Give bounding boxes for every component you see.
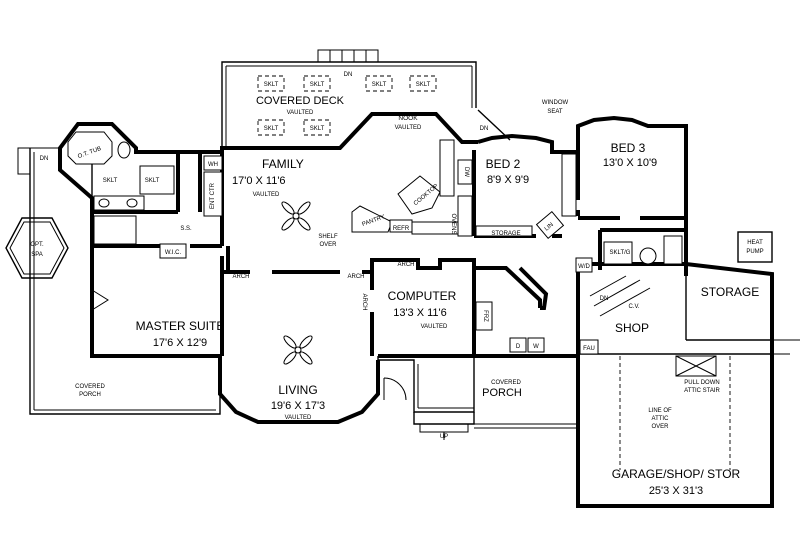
covered-deck-vaulted: VAULTED	[287, 110, 314, 116]
bathtub	[67, 131, 113, 165]
nook-label: NOOK	[398, 115, 418, 122]
porch-down-label: DN	[40, 156, 49, 162]
skylight-label: SKLT	[264, 126, 279, 132]
arch-label: ARCH	[361, 293, 367, 310]
covered-deck-label: COVERED DECK	[256, 95, 345, 107]
front-up-label: UP	[440, 434, 448, 440]
line-of-attic-label-2: ATTIC	[652, 416, 670, 422]
bed3-label: BED 3	[611, 141, 646, 155]
ovens-label: OVENS	[450, 213, 456, 234]
garage-dims: 25'3 X 31'3	[649, 485, 703, 497]
spa-label-1: OPT.	[30, 242, 44, 248]
nook-vaulted: VAULTED	[395, 125, 422, 131]
ss-label: S.S.	[180, 226, 192, 232]
heat-pump-label-1: HEAT	[747, 240, 763, 246]
covered-deck	[221, 49, 477, 150]
line-of-attic-label-3: OVER	[651, 424, 669, 430]
spa-outline	[5, 217, 69, 279]
wd-label: W/D	[578, 264, 590, 270]
master-suite-dims: 17'6 X 12'9	[153, 337, 207, 349]
storage-label: STORAGE	[701, 285, 759, 299]
shelf-over-label-2: OVER	[319, 242, 337, 248]
ceiling-fan-family	[281, 201, 311, 231]
wic-label: W.I.C.	[165, 250, 182, 256]
fixtures	[67, 131, 800, 470]
washer-label: D	[516, 344, 521, 350]
left-porch	[5, 147, 221, 415]
living-dims: 19'6 X 17'3	[271, 400, 325, 412]
window-seat-label-2: SEAT	[547, 109, 563, 115]
bed2-dims: 8'9 X 9'9	[487, 174, 529, 186]
window-seat-label-1: WINDOW	[542, 100, 569, 106]
spa-label-2: SPA	[31, 252, 43, 258]
pull-down-label-2: ATTIC STAIR	[684, 388, 720, 394]
computer-vaulted: VAULTED	[421, 324, 448, 330]
window-seat-down-label: DN	[480, 126, 489, 132]
line-of-attic-label-1: LINE OF	[648, 408, 672, 414]
shelf-over-label-1: SHELF	[318, 234, 338, 240]
computer-dims: 13'3 X 11'6	[393, 307, 447, 319]
front-porch-label-1: COVERED	[491, 380, 521, 386]
garage-label: GARAGE/SHOP/ STOR	[612, 467, 741, 481]
computer-label: COMPUTER	[388, 289, 457, 303]
frz-label: FRZ	[482, 310, 488, 322]
skylight-label: SKLT	[310, 126, 325, 132]
dryer-label: W	[533, 344, 539, 350]
master-suite-label: MASTER SUITE	[136, 319, 225, 333]
living-label: LIVING	[278, 383, 317, 397]
arch-label: ARCH	[397, 262, 414, 268]
lin-label: LIN	[544, 222, 555, 233]
ceiling-fan-living	[283, 335, 313, 365]
storage-small-label: STORAGE	[491, 231, 520, 237]
front-porch	[377, 356, 578, 440]
bed3-dims: 13'0 X 10'9	[603, 157, 657, 169]
shop-label: SHOP	[615, 321, 649, 335]
cv-label: C.V.	[628, 304, 639, 310]
bed2-label: BED 2	[486, 157, 521, 171]
front-porch-label-2: PORCH	[482, 387, 522, 399]
deck-stair	[317, 49, 379, 63]
family-vaulted: VAULTED	[253, 192, 280, 198]
annotations: SKLT SKLT SKLT SKLT SKLT SKLT SKLT SKLT …	[40, 72, 764, 440]
skylight-label: SKLT	[264, 82, 279, 88]
skylight-label: SKLT	[416, 82, 431, 88]
deck-down-label: DN	[344, 72, 353, 78]
skltg-label: SKLT/G	[610, 250, 631, 256]
heat-pump-label-2: PUMP	[746, 249, 763, 255]
arch-label: ARCH	[347, 274, 364, 280]
arch-label: ARCH	[232, 274, 249, 280]
family-label: FAMILY	[262, 157, 304, 171]
skylight-label: SKLT	[372, 82, 387, 88]
left-porch-label-1: COVERED	[75, 384, 105, 390]
fau-label: FAU	[583, 346, 595, 352]
skylight-label: SKLT	[145, 178, 160, 184]
left-porch-label-2: PORCH	[79, 392, 101, 398]
interior-walls	[92, 150, 772, 356]
dw-label: DW	[463, 167, 469, 177]
shop-down-label: DN	[600, 296, 609, 302]
skylight-label: SKLT	[310, 82, 325, 88]
family-dims: 17'0 X 11'6	[232, 175, 286, 187]
pull-down-label-1: PULL DOWN	[684, 380, 719, 386]
refr-label: REFR	[393, 226, 410, 232]
wh-label: WH	[208, 162, 218, 168]
ent-ctr-label: ENT CTR	[210, 182, 216, 209]
skylight-label: SKLT	[103, 178, 118, 184]
cooktop-island	[397, 175, 441, 215]
living-vaulted: VAULTED	[285, 415, 312, 421]
